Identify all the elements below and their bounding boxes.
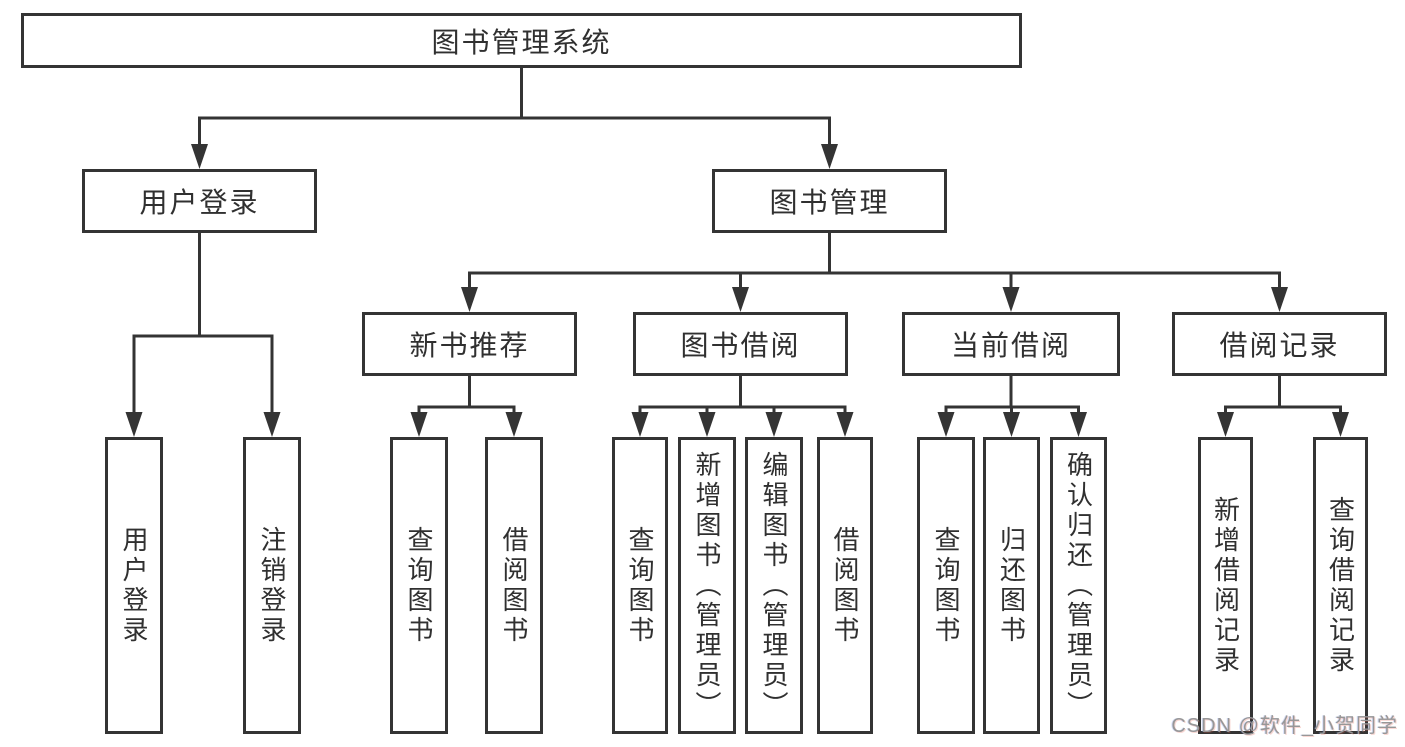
node-label: 查询图书 [404,525,434,646]
watermark-text: CSDN @软件_小贺同学 [1171,715,1398,737]
node-label: 归还图书 [996,525,1027,646]
arrowhead-icon [461,287,478,312]
arrowhead-icon [732,287,749,312]
node-label: 借阅图书 [830,525,860,646]
arrowhead-icon [1070,412,1087,437]
node-label: 图书管理系统 [431,26,612,58]
node-label: 查询图书 [625,525,655,646]
arrowhead-icon [191,144,208,169]
node-label: 编辑图书（管理员） [759,450,789,721]
arrowhead-icon [821,144,838,169]
node-label: 借阅记录 [1219,330,1340,361]
node-leaf-query-books-3: 查询图书 [917,437,975,734]
node-book-borrow: 图书借阅 [633,312,848,376]
arrowhead-icon [263,412,281,437]
node-label: 确认归还（管理员） [1063,450,1094,721]
node-leaf-logout: 注销登录 [243,437,301,734]
arrowhead-icon [1002,287,1020,312]
node-leaf-add-borrow-record: 新增借阅记录 [1198,437,1253,734]
node-leaf-add-books: 新增图书（管理员） [678,437,736,734]
arrowhead-icon [125,412,143,437]
node-label: 用户登录 [119,525,149,646]
node-label: 新增借阅记录 [1210,495,1241,676]
node-leaf-query-borrow-record: 查询借阅记录 [1313,437,1368,734]
node-leaf-borrow-books-2: 借阅图书 [817,437,873,734]
node-leaf-user-login: 用户登录 [105,437,163,734]
node-label: 查询借阅记录 [1325,495,1356,676]
node-leaf-edit-books: 编辑图书（管理员） [745,437,803,734]
node-label: 新增图书（管理员） [692,450,722,721]
node-label: 图书管理 [769,187,890,218]
arrowhead-icon [1003,412,1020,437]
arrowhead-icon [1217,412,1234,437]
node-label: 用户登录 [139,187,260,218]
arrowhead-icon [698,412,716,437]
node-book-mgmt: 图书管理 [712,169,947,233]
node-label: 当前借阅 [950,330,1071,361]
node-label: 注销登录 [257,525,287,646]
node-label: 查询图书 [931,525,961,646]
node-leaf-confirm-return: 确认归还（管理员） [1050,437,1107,734]
arrowhead-icon [937,412,955,437]
node-new-book-rec: 新书推荐 [362,312,577,376]
arrowhead-icon [836,412,854,437]
node-leaf-borrow-books-1: 借阅图书 [485,437,543,734]
node-leaf-return-books: 归还图书 [983,437,1040,734]
arrowhead-icon [1271,287,1288,312]
node-label: 新书推荐 [409,330,530,361]
node-borrow-record: 借阅记录 [1172,312,1387,376]
node-user-login: 用户登录 [82,169,317,233]
arrowhead-icon [631,412,649,437]
arrowhead-icon [1332,412,1349,437]
arrowhead-icon [505,412,523,437]
node-leaf-query-books-1: 查询图书 [390,437,448,734]
node-label: 借阅图书 [499,525,529,646]
node-current-borrow: 当前借阅 [902,312,1120,376]
arrowhead-icon [410,412,428,437]
node-label: 图书借阅 [680,330,801,361]
node-system: 图书管理系统 [21,13,1022,68]
node-leaf-query-books-2: 查询图书 [612,437,668,734]
arrowhead-icon [765,412,783,437]
